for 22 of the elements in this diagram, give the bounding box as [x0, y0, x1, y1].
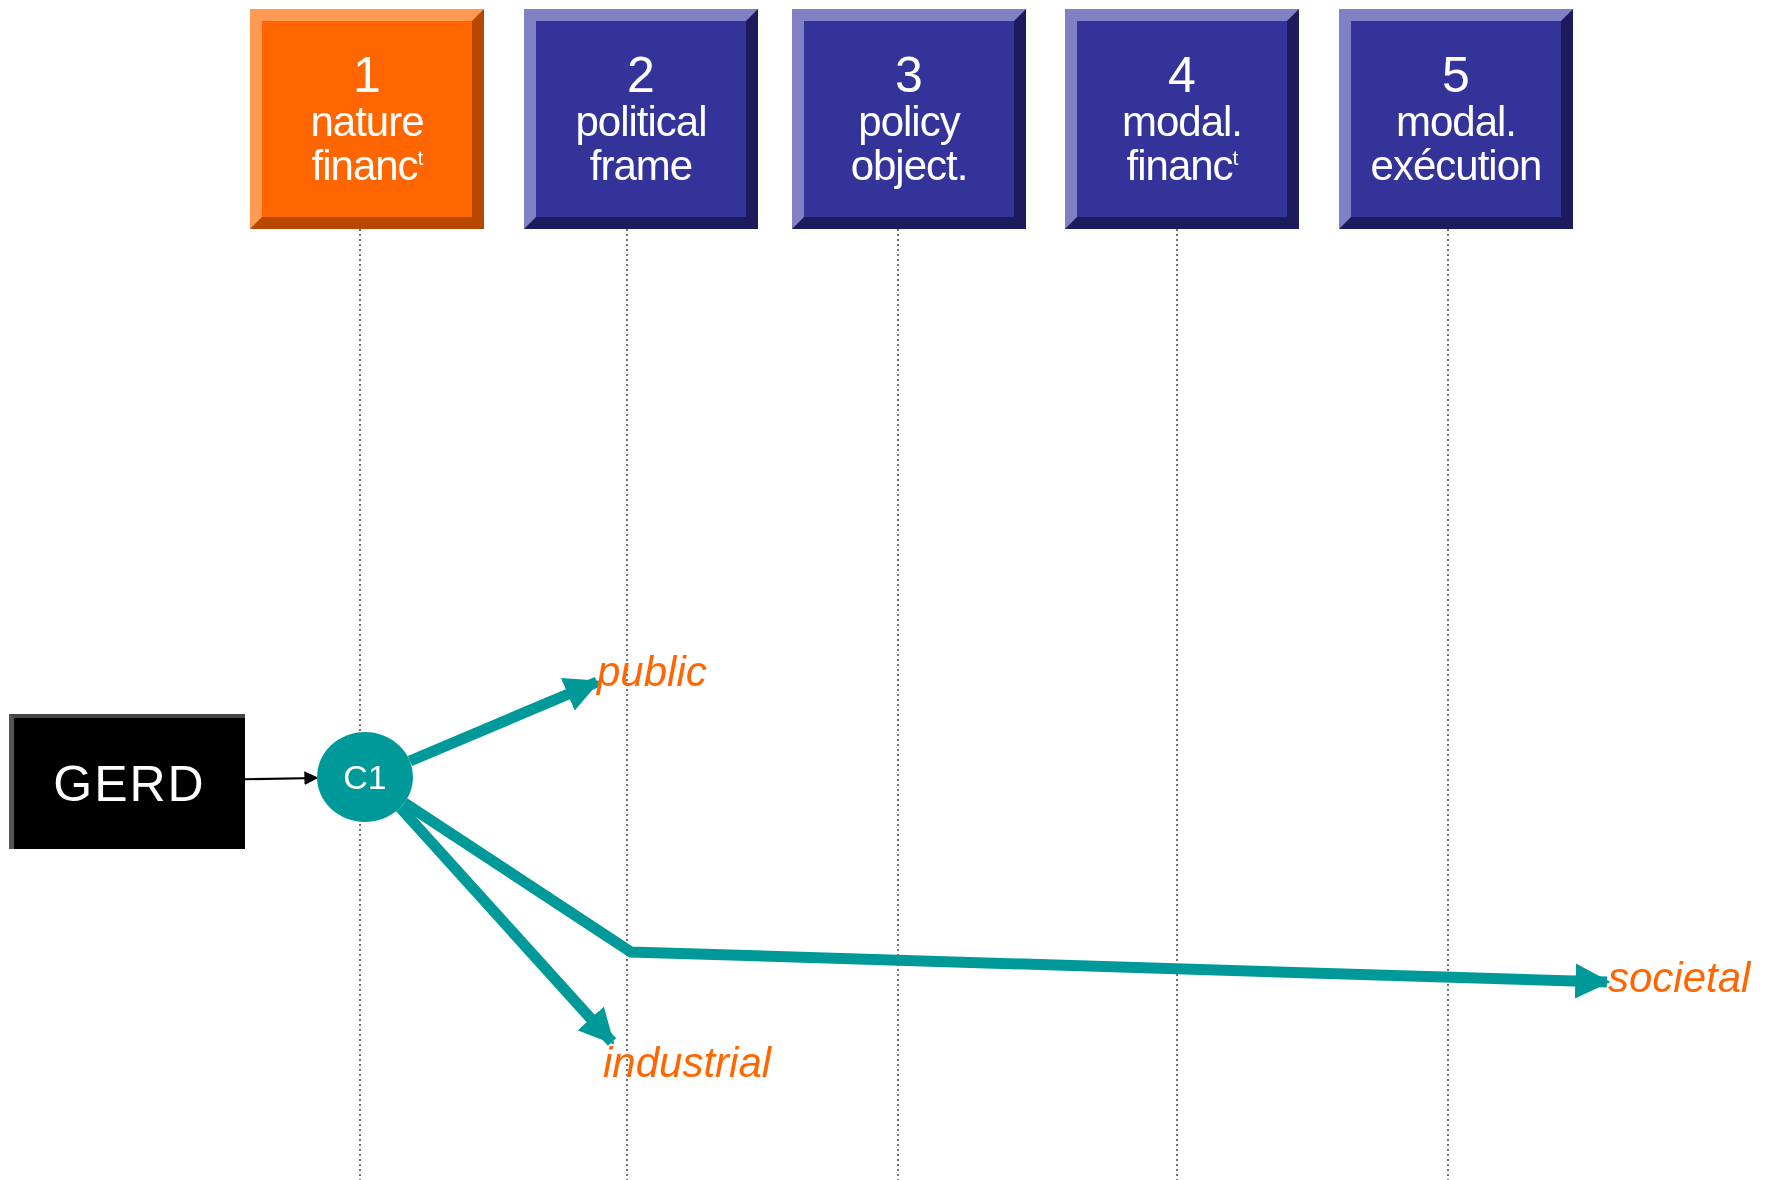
column-number: 3: [895, 49, 923, 100]
column-number: 5: [1442, 49, 1470, 100]
category-circle: C1: [317, 732, 413, 822]
column-title: nature financ$^{t}$: [309, 99, 425, 189]
column-header-box: [524, 9, 758, 229]
outcome-label: public: [597, 649, 707, 695]
outcome-label: industrial: [603, 1040, 772, 1086]
column-title: modal. exécution: [1369, 99, 1543, 189]
outcome-label: societal: [1608, 955, 1751, 1001]
column-title: policy object.: [849, 99, 969, 189]
gerd-box: GERD: [9, 714, 245, 849]
arrow: [244, 771, 319, 786]
column-header-box: [1339, 9, 1573, 229]
column-number: 4: [1168, 49, 1196, 100]
column-title: modal. financ$^{t}$: [1120, 99, 1244, 189]
column-header-box: [792, 9, 1026, 229]
column-number: 2: [627, 49, 655, 100]
column-header-box: [1065, 9, 1299, 229]
column-title: political frame: [574, 99, 708, 189]
column-header-box: [250, 9, 484, 229]
arrow: [407, 676, 601, 767]
column-number: 1: [353, 49, 381, 100]
